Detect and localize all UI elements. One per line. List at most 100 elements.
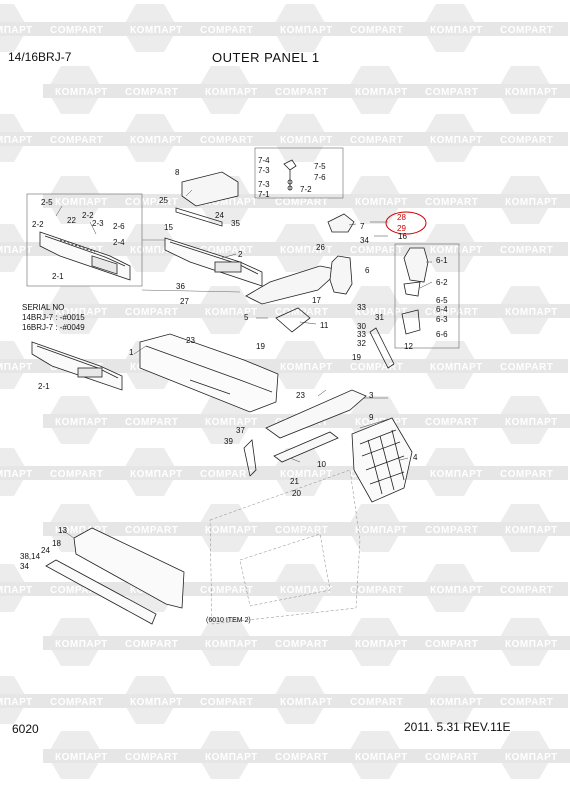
part-6-6-bracket <box>401 309 421 335</box>
watermark-text-cyrillic: КОМПАРТ <box>130 25 183 36</box>
part-2-1-console-left <box>39 231 131 281</box>
callout-19a: 19 <box>256 342 265 351</box>
watermark-tile: КОМПАРТ COMPART <box>268 224 418 272</box>
watermark-text-cyrillic: КОМПАРТ <box>430 362 483 373</box>
part-24-bracket <box>175 207 223 227</box>
watermark-text-latin: COMPART <box>500 697 553 708</box>
watermark-text-cyrillic: КОМПАРТ <box>430 245 483 256</box>
callout-7: 7 <box>360 222 365 231</box>
assembly-box-7 <box>254 147 344 199</box>
watermark-text-latin: COMPART <box>125 87 178 98</box>
watermark-text-latin: COMPART <box>350 585 403 596</box>
watermark-text-latin: COMPART <box>500 585 553 596</box>
callout-7-4: 7-4 <box>258 156 270 165</box>
callout-20: 20 <box>292 489 301 498</box>
callout-6-4: 6-4 <box>436 305 448 314</box>
watermark-text-latin: COMPART <box>500 245 553 256</box>
part-7-lever-base <box>327 213 355 233</box>
page-title: OUTER PANEL 1 <box>212 50 320 65</box>
callout-2-2a: 2-2 <box>32 220 44 229</box>
watermark-text-cyrillic: КОМПАРТ <box>205 417 258 428</box>
watermark-text-cyrillic: КОМПАРТ <box>430 585 483 596</box>
callout-34b: 34 <box>20 562 29 571</box>
watermark-tile: КОМПАРТ COMPART <box>0 676 118 724</box>
watermark-text-cyrillic: КОМПАРТ <box>130 245 183 256</box>
watermark-text-latin: COMPART <box>275 307 328 318</box>
watermark-text-cyrillic: КОМПАРТ <box>55 525 108 536</box>
watermark-text-cyrillic: КОМПАРТ <box>55 307 108 318</box>
callout-21: 21 <box>290 477 299 486</box>
part-3-rail <box>265 389 367 439</box>
watermark-text-cyrillic: КОМПАРТ <box>55 87 108 98</box>
reference-frame <box>209 469 361 625</box>
callout-24a: 24 <box>215 211 224 220</box>
watermark-tile: КОМПАРТ COMPART <box>418 224 568 272</box>
watermark-text-latin: COMPART <box>350 245 403 256</box>
callout-16: 16 <box>398 232 407 241</box>
watermark-text-cyrillic: КОМПАРТ <box>55 639 108 650</box>
callout-15: 15 <box>164 223 173 232</box>
callout-12: 12 <box>404 342 413 351</box>
callout-22: 22 <box>67 216 76 225</box>
leader-lines <box>55 189 433 539</box>
part-7-detail <box>283 159 297 191</box>
watermark-text-cyrillic: КОМПАРТ <box>355 752 408 763</box>
watermark-text-cyrillic: КОМПАРТ <box>280 245 333 256</box>
watermark-text-latin: COMPART <box>425 639 478 650</box>
callout-7-2: 7-2 <box>300 185 312 194</box>
watermark-text-cyrillic: КОМПАРТ <box>280 135 333 146</box>
callout-11: 11 <box>320 321 329 330</box>
watermark-text-cyrillic: КОМПАРТ <box>280 697 333 708</box>
callout-30: 30 <box>357 322 366 331</box>
part-12-link <box>369 327 395 369</box>
callout-6-5: 6-5 <box>436 296 448 305</box>
watermark-text-latin: COMPART <box>200 469 253 480</box>
watermark-text-cyrillic: КОМПАРТ <box>430 697 483 708</box>
callout-38-14: 38,14 <box>20 552 41 561</box>
watermark-text-latin: COMPART <box>425 307 478 318</box>
watermark-text-cyrillic: КОМПАРТ <box>505 197 558 208</box>
callout-13: 13 <box>58 526 67 535</box>
watermark-text-latin: COMPART <box>425 525 478 536</box>
callout-2-1a: 2-1 <box>52 272 64 281</box>
callout-6: 6 <box>365 266 370 275</box>
watermark-text-latin: COMPART <box>50 469 103 480</box>
callout-2: 2 <box>238 250 243 259</box>
watermark-text-latin: COMPART <box>50 697 103 708</box>
assembly-box-6 <box>394 243 460 349</box>
callout-23a: 23 <box>186 336 195 345</box>
watermark-text-cyrillic: КОМПАРТ <box>130 697 183 708</box>
watermark-text-latin: COMPART <box>200 25 253 36</box>
callout-25: 25 <box>159 196 168 205</box>
watermark-text-cyrillic: КОМПАРТ <box>355 197 408 208</box>
serial-line-14brj: 14BRJ-7 : -#0015 <box>22 313 85 322</box>
callout-29: 29 <box>397 224 406 233</box>
watermark-text-latin: COMPART <box>425 752 478 763</box>
watermark-text-cyrillic: КОМПАРТ <box>0 697 33 708</box>
watermark-text-latin: COMPART <box>275 752 328 763</box>
part-6-2-bracket <box>403 281 421 297</box>
callout-3: 3 <box>369 391 374 400</box>
watermark-text-latin: COMPART <box>350 25 403 36</box>
callout-37: 37 <box>236 426 245 435</box>
callout-27: 27 <box>180 297 189 306</box>
watermark-text-cyrillic: КОМПАРТ <box>505 87 558 98</box>
